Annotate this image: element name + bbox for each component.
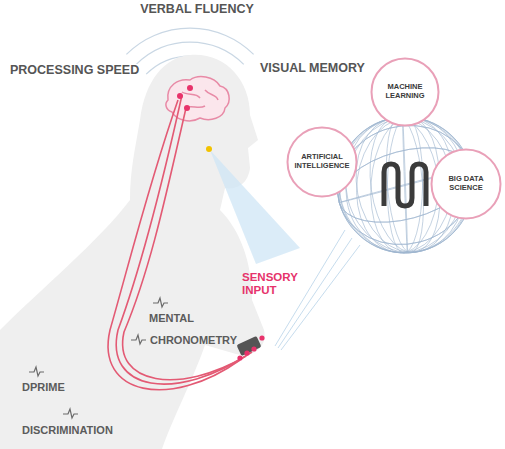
pulse-icons (29, 298, 168, 418)
topic-circle: ARTIFICIAL INTELLIGENCE (286, 126, 358, 198)
brain-dots (177, 85, 193, 111)
topic-circle: MACHINE LEARNING (370, 57, 440, 127)
annotation-label: SENSORY INPUT (240, 271, 310, 296)
circle-shape (432, 150, 501, 219)
signal-dot (244, 350, 249, 355)
signal-dot (177, 93, 183, 99)
annotation-label: VISUAL MEMORY (258, 62, 367, 76)
topic-text: BIG DATA SCIENCE (448, 175, 484, 192)
annotation-label: CHRONOMETRY (148, 334, 239, 346)
circle-shape (288, 128, 357, 197)
logo (384, 164, 426, 206)
person-silhouette (0, 55, 265, 449)
topic-circle: BIG DATA SCIENCE (430, 148, 502, 220)
beam-line (275, 230, 345, 346)
beam-line (281, 245, 360, 350)
annotation-label: DPRIME (20, 381, 67, 393)
data-beam (275, 230, 360, 350)
hand-dots (237, 335, 264, 360)
eye-dot (206, 146, 212, 152)
sphere-wire (386, 117, 424, 254)
sight-beam (210, 150, 300, 264)
brain (166, 77, 229, 121)
signal-dot (237, 355, 242, 360)
signal-dot (184, 105, 190, 111)
signal-dot (187, 85, 193, 91)
nerve-line (108, 100, 240, 390)
topic-text: MACHINE LEARNING (385, 83, 424, 100)
annotation-label: VERBAL FLUENCY (138, 3, 256, 17)
pulse-icon (29, 367, 44, 376)
topic-text: ARTIFICIAL INTELLIGENCE (294, 153, 349, 170)
phone (236, 336, 261, 356)
circle-shape (372, 59, 439, 126)
annotation-label: PROCESSING SPEED (8, 64, 141, 78)
beam-line (278, 238, 352, 348)
pulse-icon (63, 409, 78, 418)
annotation-label: MENTAL (147, 312, 196, 324)
signal-dot (259, 335, 264, 340)
sphere-wire (326, 104, 485, 266)
nerve-lines (108, 95, 252, 390)
annotation-label: DISCRIMINATION (20, 424, 115, 436)
nerve-line (123, 108, 246, 380)
sphere-wire (382, 116, 429, 255)
pulse-icon (131, 335, 146, 344)
nerve-line (116, 95, 252, 384)
ring (126, 28, 253, 54)
signal-dot (251, 346, 256, 351)
pulse-icon (153, 298, 168, 307)
